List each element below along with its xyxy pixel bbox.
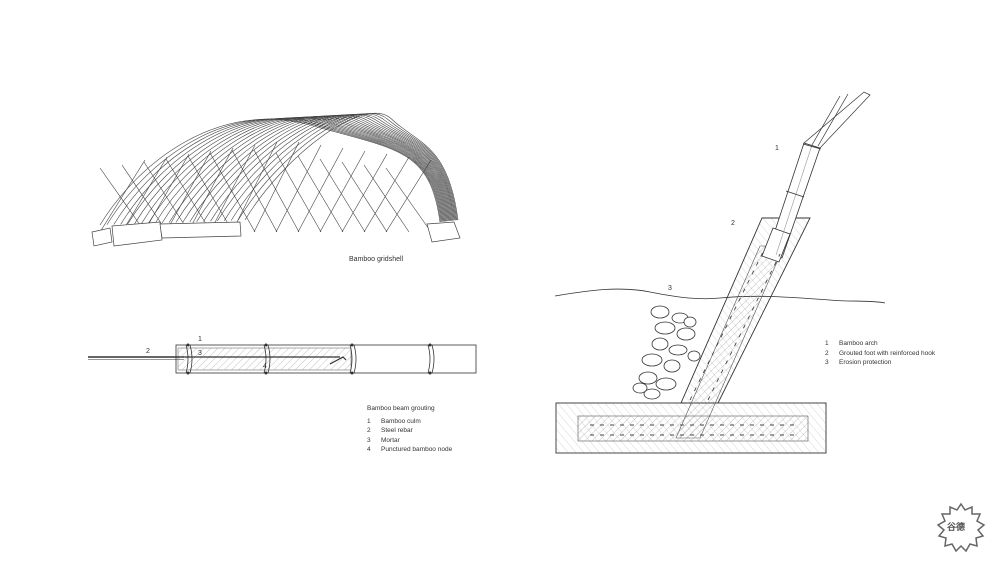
bamboo-beam-grouting-drawing (88, 343, 477, 375)
arch-member (217, 114, 455, 222)
arch-member (168, 116, 449, 223)
stone (632, 382, 648, 394)
stone (641, 353, 663, 367)
arch-member (120, 118, 443, 225)
stone (638, 371, 658, 385)
stone (655, 377, 677, 391)
arch-member (154, 116, 448, 224)
diagonal-member (297, 155, 344, 233)
stone (650, 305, 670, 319)
gridshell-diagonals (99, 141, 432, 233)
stone (676, 327, 696, 341)
arch-member (99, 118, 441, 226)
arch-member (127, 117, 444, 225)
diagonal-member (187, 147, 234, 233)
arch-member (210, 114, 455, 222)
diagonal-member (319, 150, 366, 233)
diagonal-member (363, 156, 410, 233)
arch-member (230, 113, 457, 221)
diagonal-member (121, 164, 168, 233)
arch-member (141, 117, 446, 224)
beam-callout-1: 1 (198, 336, 202, 343)
diagonal-member (121, 156, 168, 233)
beam-legend-title: Bamboo beam grouting (367, 405, 435, 412)
foot-callout-2: 2 (731, 220, 735, 227)
diagonal-member (231, 141, 278, 233)
beam-callout-2: 2 (146, 348, 150, 355)
arch-member (182, 115, 451, 223)
diagonal-member (165, 158, 212, 233)
arch-member (148, 117, 447, 224)
erosion-protection-stones (632, 305, 701, 400)
diagonal-member (319, 158, 366, 233)
gridshell-caption: Bamboo gridshell (349, 256, 404, 263)
stone (651, 337, 669, 351)
arch-member (106, 118, 442, 225)
diagonal-member (209, 144, 256, 233)
arch-member (161, 116, 449, 224)
diagonal-member (253, 149, 300, 233)
diagonal-member (231, 149, 278, 233)
diagonal-member (143, 161, 190, 233)
beam-callout-3: 3 (198, 350, 202, 357)
stone (683, 316, 697, 328)
beam-callout-4: 4 (263, 363, 267, 370)
stone (654, 321, 676, 335)
diagonal-member (297, 147, 344, 233)
foot-callout-1: 1 (775, 145, 779, 152)
arch-member (237, 113, 458, 221)
grouted-foot-drawing (554, 91, 886, 454)
diagonal-member (385, 159, 432, 233)
diagonal-member (99, 167, 146, 233)
gridshell-arches (99, 113, 459, 226)
gooood-logo-icon: 谷德 (930, 500, 992, 556)
stone (668, 344, 688, 356)
diagonal-member (275, 152, 322, 233)
diagonal-member (187, 155, 234, 233)
diagonal-member (99, 159, 146, 233)
arch-member (224, 113, 456, 221)
watermark-text: 谷德 (947, 523, 966, 533)
arch-member (189, 115, 452, 223)
arch-member (203, 114, 454, 222)
diagonal-member (275, 144, 322, 233)
arch-member (134, 117, 445, 224)
stone (643, 388, 661, 400)
diagonal-member (341, 153, 388, 233)
bamboo-gridshell-drawing (91, 113, 461, 247)
diagonal-member (363, 164, 410, 233)
gridshell-foundations (91, 221, 461, 247)
diagonal-member (165, 150, 212, 233)
stone (687, 350, 701, 362)
arch-member (196, 115, 453, 222)
diagonal-member (385, 167, 432, 233)
foot-callout-3: 3 (668, 285, 672, 292)
diagonal-member (341, 161, 388, 233)
diagonal-member (253, 141, 300, 233)
stone (663, 359, 681, 373)
diagonal-member (209, 152, 256, 233)
diagonal-member (143, 153, 190, 233)
arch-member (175, 115, 450, 223)
